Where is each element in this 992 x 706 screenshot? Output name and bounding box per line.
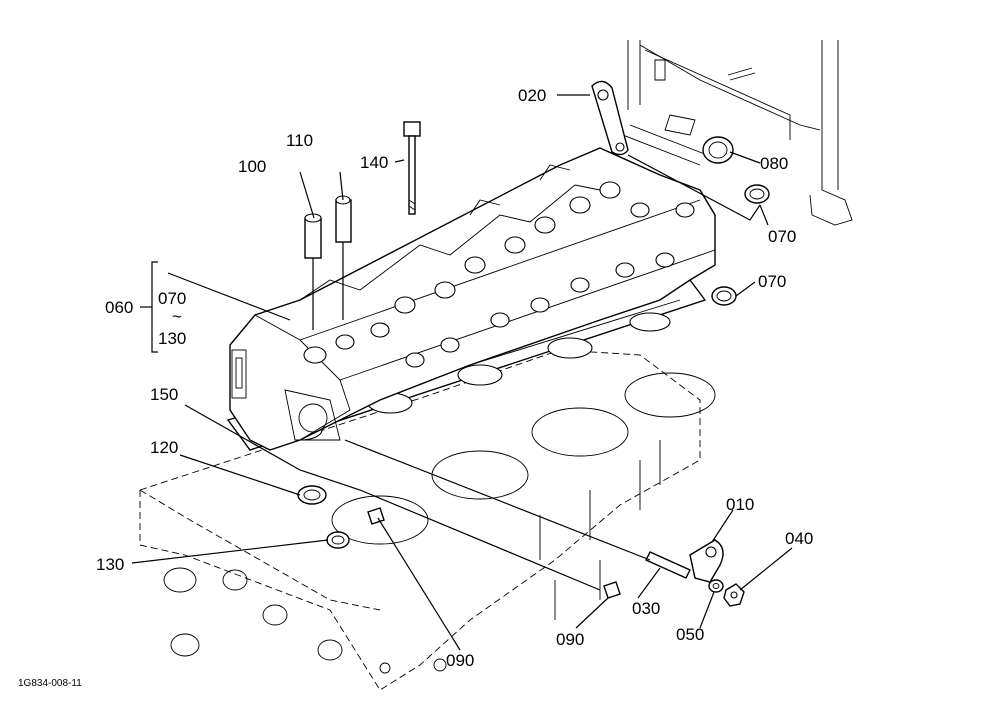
cylinder-head-drawing [229, 147, 716, 451]
engine-block-drawing [139, 349, 716, 691]
label-100: 100 [238, 157, 266, 176]
label-060-range-end: 130 [158, 329, 186, 348]
part-100-valve-guide [304, 213, 322, 259]
part-030-stud [645, 551, 691, 579]
part-040-nut [723, 583, 745, 607]
label-090-right: 090 [556, 630, 584, 649]
label-080: 080 [760, 154, 788, 173]
label-140: 140 [360, 153, 388, 172]
head-ports [303, 181, 695, 368]
label-130: 130 [96, 555, 124, 574]
label-040: 040 [785, 529, 813, 548]
label-030: 030 [632, 599, 660, 618]
part-120-seal [297, 485, 327, 505]
label-110: 110 [286, 131, 313, 150]
part-110-valve-guide [335, 195, 352, 243]
label-150: 150 [150, 385, 178, 404]
part-070-plug-upper [744, 184, 770, 204]
label-090-left: 090 [446, 651, 474, 670]
part-130-seal [326, 531, 350, 549]
label-050: 050 [676, 625, 704, 644]
label-120: 120 [150, 438, 178, 457]
part-020-bracket [591, 80, 629, 156]
label-060-range-start: 070 [158, 289, 186, 308]
part-080-plug [702, 136, 734, 164]
leader-lines [131, 94, 793, 651]
label-060: 060 [105, 298, 133, 317]
label-020: 020 [518, 86, 546, 105]
part-090-dowel-right [603, 581, 621, 599]
part-090-dowel-left [367, 507, 385, 525]
label-010: 010 [726, 495, 754, 514]
label-060-range-tilde: ~ [172, 307, 182, 326]
drawing-code: 1G834-008-11 [18, 678, 82, 689]
label-070-upper: 070 [768, 227, 796, 246]
part-140-head-bolt [403, 121, 421, 215]
label-070-lower: 070 [758, 272, 786, 291]
part-070-plug-lower [711, 286, 737, 306]
part-labels: 020 080 070 070 110 100 140 060 070 ~ 13… [96, 86, 813, 670]
part-010-hanger-plate [689, 539, 724, 583]
part-050-washer [708, 579, 724, 593]
upper-housing-drawing [609, 40, 853, 226]
